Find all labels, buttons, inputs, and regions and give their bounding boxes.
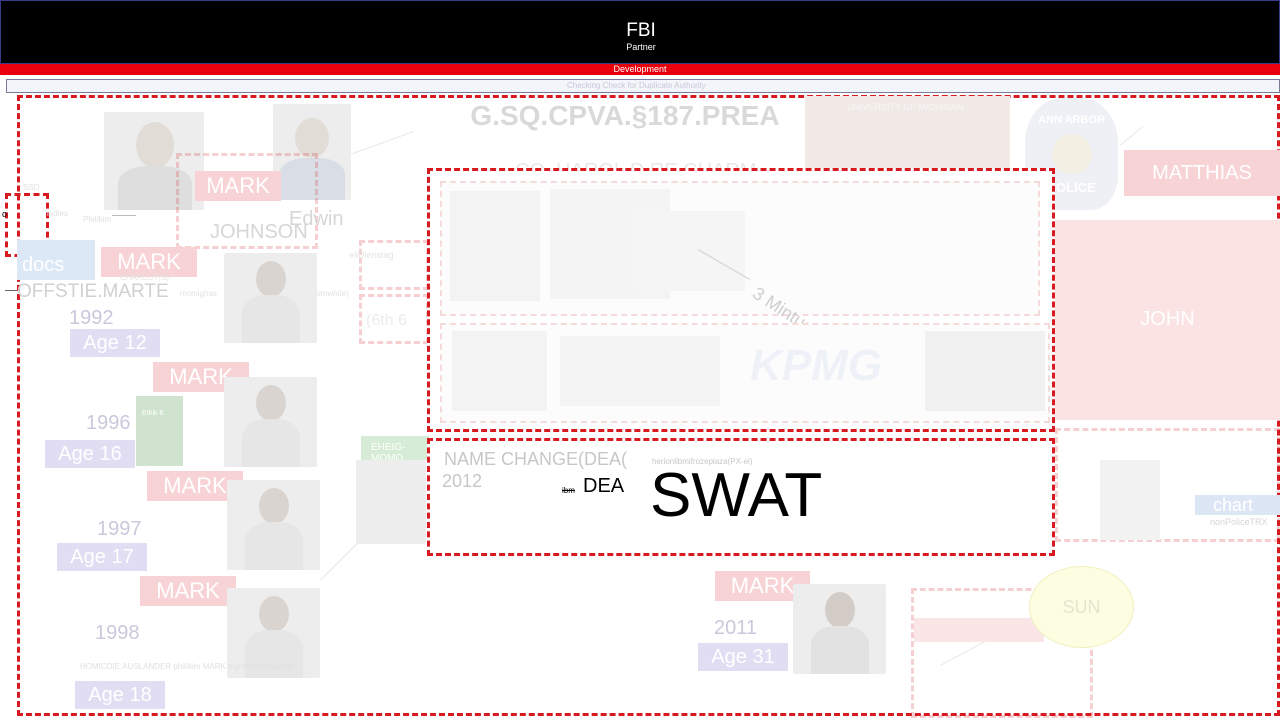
official-photo bbox=[273, 104, 351, 200]
swat-label: SWAT bbox=[650, 461, 823, 530]
badge-text: POLICE bbox=[1047, 180, 1096, 195]
charlot-label: CHARLOT(S) bbox=[120, 273, 169, 282]
campus-label: UNIVERSITY OF MICHIGAN bbox=[847, 102, 964, 112]
page-title: FBI bbox=[626, 20, 656, 41]
name-change-detail: herionlibmifrozeplaza(PX-el) bbox=[652, 457, 753, 466]
john-label: JOHN bbox=[1140, 308, 1195, 330]
photo-thumb bbox=[1100, 460, 1160, 540]
evidence-thumb bbox=[560, 336, 720, 406]
evidence-thumb bbox=[450, 191, 540, 301]
philkim-label: Phil/kim bbox=[83, 215, 112, 224]
sun-label: SUN bbox=[1062, 597, 1101, 617]
group-photo bbox=[356, 460, 426, 544]
age-tag: Age 31 bbox=[698, 643, 788, 671]
docs-label: docs bbox=[22, 254, 65, 276]
evidence-thumb bbox=[635, 211, 745, 291]
address-bar[interactable]: Checking Check for Duplicate Authority bbox=[6, 79, 1280, 93]
kimwhite-label: kimwhite) bbox=[315, 289, 349, 298]
page-subtitle: Partner bbox=[626, 42, 656, 52]
age-tag: Age 18 bbox=[75, 681, 165, 709]
edwin-label: Edwin bbox=[289, 208, 344, 230]
year-label: 1996 bbox=[86, 412, 131, 434]
homicide-label: HOMICDIE:AUSLANDER phil/kim MARK eighth:… bbox=[80, 662, 294, 671]
book-cover: Ethik 6 bbox=[136, 396, 183, 466]
evidence-thumb bbox=[452, 331, 547, 411]
person-photo bbox=[227, 588, 320, 678]
green-tag-label: EHEIG-MOMO bbox=[371, 442, 406, 464]
note-box bbox=[359, 240, 429, 290]
name-change-box: NAME CHANGE(DEA( herionlibmifrozeplaza(P… bbox=[427, 438, 1055, 556]
person-photo bbox=[793, 584, 886, 674]
evidence-thumb bbox=[925, 331, 1045, 411]
ssd-label: SSD bbox=[23, 183, 40, 192]
badge-city: ANN ARBOR bbox=[1038, 114, 1105, 126]
right-note-box bbox=[1055, 428, 1280, 542]
matthias-label: MATTHIAS bbox=[1152, 162, 1252, 184]
chart-tag: chart bbox=[1195, 495, 1280, 515]
johnson-box bbox=[176, 153, 318, 249]
johnson-label: JOHNSON bbox=[210, 221, 308, 243]
chart-label: chart bbox=[1213, 495, 1254, 515]
evidence-box: 3 Mintue walk KPMG bbox=[427, 168, 1055, 432]
president-photo bbox=[104, 112, 204, 210]
case-title: G.SQ.CPVA.§187.PREA bbox=[470, 100, 780, 131]
mark-tag: MARK bbox=[195, 171, 281, 201]
person-photo bbox=[224, 253, 317, 343]
year-label: 2011 bbox=[714, 617, 758, 639]
nonpolice-label: nonPoliceTRX bbox=[1210, 517, 1268, 527]
year-label: 1992 bbox=[69, 307, 114, 329]
year-label: 1997 bbox=[97, 518, 142, 540]
dea-label: DEA bbox=[583, 475, 625, 497]
mark-tag: MARK bbox=[101, 247, 197, 277]
edge-tick bbox=[5, 290, 17, 291]
docs-box bbox=[17, 240, 95, 280]
mark-tag: MARK bbox=[140, 576, 236, 606]
momighas-label: momighas bbox=[180, 289, 217, 298]
matthias-box: MATTHIAS bbox=[1124, 150, 1280, 196]
name-change-label: NAME CHANGE(DEA( bbox=[444, 449, 628, 469]
person-photo bbox=[224, 377, 317, 467]
development-label: Development bbox=[613, 64, 667, 74]
dienstag-label: eliDienstag bbox=[349, 250, 394, 260]
offstie-label: OFFSTIE.MARTE bbox=[17, 281, 169, 302]
title-bar: FBI Partner bbox=[0, 0, 1280, 64]
badge-seal bbox=[1051, 134, 1092, 174]
sun-box-bar bbox=[914, 618, 1044, 642]
sun-box bbox=[911, 588, 1093, 718]
age-tag: Age 12 bbox=[70, 329, 160, 357]
sun-circle: SUN bbox=[1029, 566, 1134, 648]
ladies-label: ladies bbox=[47, 209, 68, 218]
age-tag: Age 17 bbox=[57, 543, 147, 571]
year-label: 1998 bbox=[95, 622, 140, 644]
edge-marker: o bbox=[2, 209, 8, 219]
underline bbox=[112, 215, 136, 216]
name-change-year: 2012 bbox=[442, 471, 483, 491]
kpmg-logo: KPMG bbox=[750, 341, 882, 390]
person-photo bbox=[227, 480, 320, 570]
green-tag: EHEIG-MOMO bbox=[361, 436, 429, 464]
phone-label: (6th 6 bbox=[366, 312, 407, 329]
john-box: JOHN bbox=[1055, 220, 1280, 420]
development-bar: Development bbox=[0, 64, 1280, 75]
book-title: Ethik 6 bbox=[142, 410, 164, 417]
ibm-label: ibm bbox=[562, 486, 575, 495]
age-tag: Age 16 bbox=[45, 440, 135, 468]
